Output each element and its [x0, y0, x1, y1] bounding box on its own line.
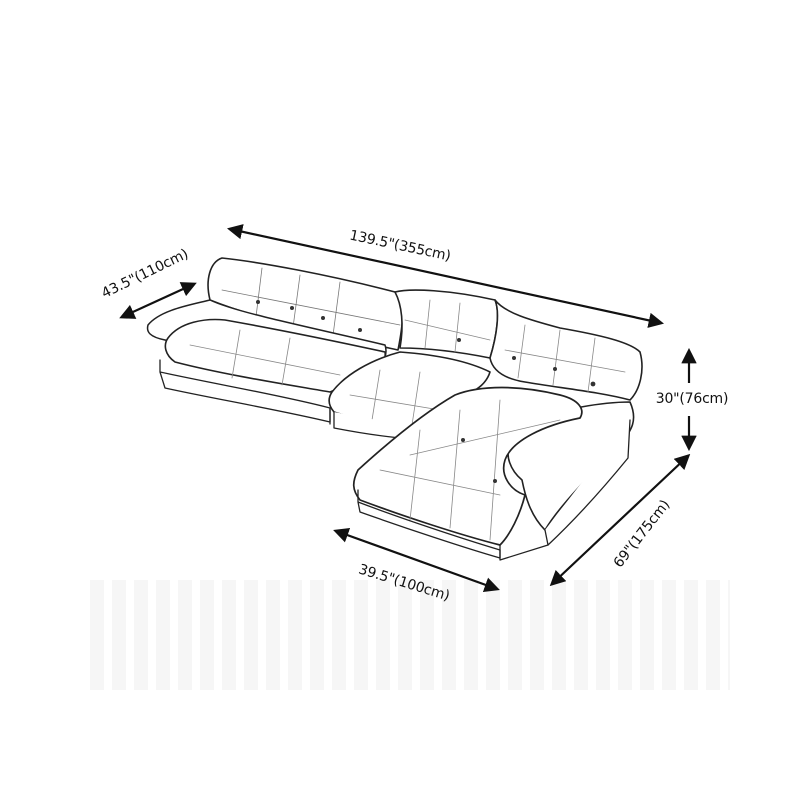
depth-arrow	[119, 282, 197, 319]
chaise-width-arrow	[333, 527, 500, 593]
height-label: 30"(76cm)	[655, 391, 729, 407]
faint-watermark	[90, 580, 730, 690]
width-arrow	[226, 224, 665, 328]
chaise-length-arrow	[549, 453, 691, 587]
sofa-icon	[146, 257, 643, 561]
dimension-arrows	[119, 224, 697, 593]
